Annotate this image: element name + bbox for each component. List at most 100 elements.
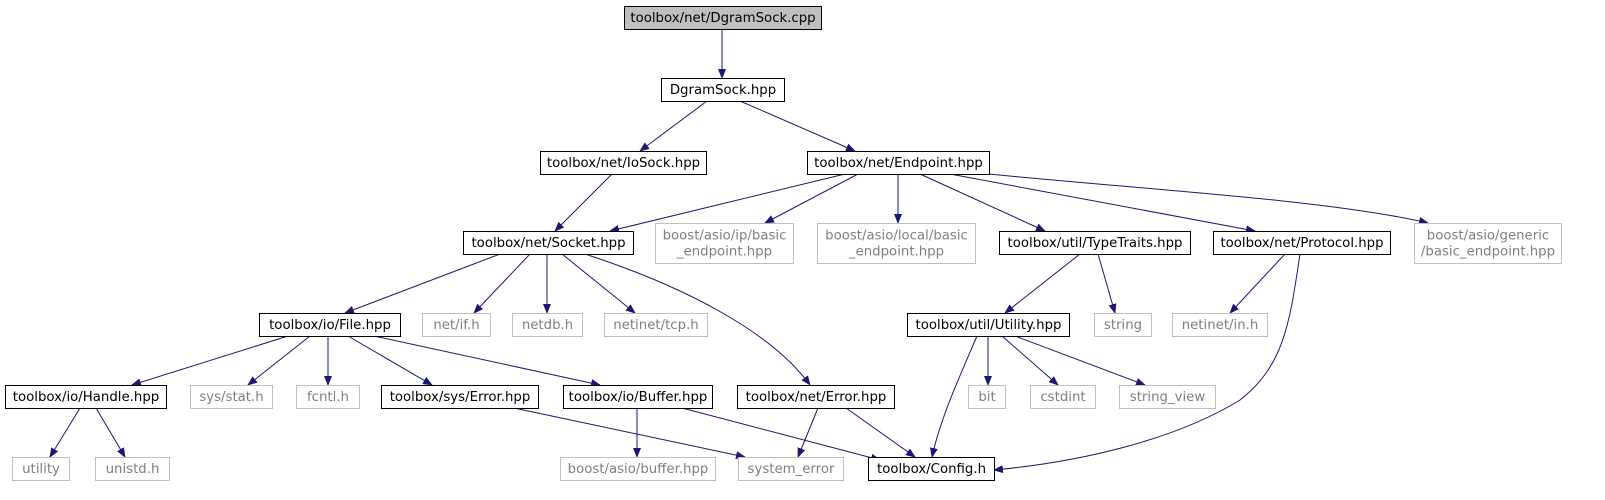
node-label: boost/asio/generic — [1427, 229, 1549, 244]
node-label: boost/asio/ip/basic — [663, 229, 787, 244]
edge-net_error_hpp-to-system_error — [797, 407, 819, 458]
edge-handle_hpp-to-unistd_h — [95, 407, 126, 458]
node-box — [1030, 385, 1096, 409]
node-box — [422, 313, 491, 337]
node-string_view[interactable]: string_view — [1119, 385, 1216, 409]
edge-socket_hpp-to-file_hpp — [344, 253, 501, 314]
node-typetraits_hpp[interactable]: toolbox/util/TypeTraits.hpp — [999, 231, 1191, 255]
node-handle_hpp[interactable]: toolbox/io/Handle.hpp — [5, 385, 167, 409]
node-utility[interactable]: utility — [12, 457, 70, 481]
node-box — [737, 385, 895, 409]
node-box — [563, 385, 713, 409]
node-label: toolbox/net/Endpoint.hpp — [814, 156, 983, 171]
node-label: utility — [22, 462, 60, 477]
node-label: net/if.h — [433, 318, 479, 333]
node-box — [512, 313, 583, 337]
node-box — [296, 385, 360, 409]
node-label: toolbox/io/Handle.hpp — [13, 390, 159, 405]
node-box — [259, 313, 401, 337]
node-netdb_h[interactable]: netdb.h — [512, 313, 583, 337]
node-socket_hpp[interactable]: toolbox/net/Socket.hpp — [463, 231, 634, 255]
edge-endpoint_hpp-to-typetraits_hpp — [919, 173, 1046, 232]
node-label: system_error — [748, 462, 835, 477]
node-ip_basic_endpoint[interactable]: boost/asio/ip/basic_endpoint.hpp — [655, 223, 794, 264]
node-utility_hpp[interactable]: toolbox/util/Utility.hpp — [907, 313, 1070, 337]
node-fcntl_h[interactable]: fcntl.h — [296, 385, 360, 409]
node-iosock_hpp[interactable]: toolbox/net/IoSock.hpp — [540, 151, 707, 175]
node-netinet_in_h[interactable]: netinet/in.h — [1172, 313, 1268, 337]
edge-iosock_hpp-to-socket_hpp — [554, 173, 613, 232]
node-label: netinet/tcp.h — [613, 318, 698, 333]
node-box — [540, 151, 707, 175]
edge-socket_hpp-to-net_if_h — [473, 253, 531, 314]
node-label: boost/asio/buffer.hpp — [568, 462, 709, 477]
node-box — [624, 6, 822, 30]
edges — [49, 29, 1429, 474]
node-net_error_hpp[interactable]: toolbox/net/Error.hpp — [737, 385, 895, 409]
node-label: sys/stat.h — [199, 390, 263, 405]
node-sys_stat_h[interactable]: sys/stat.h — [190, 385, 273, 409]
node-generic_basic_endpoint[interactable]: boost/asio/generic/basic_endpoint.hpp — [1414, 223, 1562, 264]
node-label: toolbox/io/File.hpp — [269, 318, 391, 333]
node-cstdint[interactable]: cstdint — [1030, 385, 1096, 409]
node-box — [1414, 223, 1562, 264]
node-label: _endpoint.hpp — [676, 245, 772, 260]
edge-endpoint_hpp-to-socket_hpp — [609, 173, 846, 233]
node-box — [1172, 313, 1268, 337]
node-label: toolbox/net/Socket.hpp — [471, 236, 625, 251]
edge-file_hpp-to-sys_error_hpp — [347, 335, 433, 386]
node-endpoint_hpp[interactable]: toolbox/net/Endpoint.hpp — [807, 151, 990, 175]
node-label: bit — [978, 390, 995, 405]
node-box — [807, 151, 990, 175]
node-box — [968, 385, 1006, 409]
node-system_error[interactable]: system_error — [738, 457, 844, 481]
node-label: string_view — [1130, 390, 1206, 405]
edge-socket_hpp-to-net_error_hpp — [584, 253, 811, 386]
node-box — [1213, 231, 1391, 255]
node-dgramsock_hpp[interactable]: DgramSock.hpp — [661, 78, 785, 102]
node-sys_error_hpp[interactable]: toolbox/sys/Error.hpp — [381, 385, 539, 409]
edge-dgramsock_hpp-to-endpoint_hpp — [739, 100, 856, 152]
node-box — [5, 385, 167, 409]
node-unistd_h[interactable]: unistd.h — [95, 457, 170, 481]
node-protocol_hpp[interactable]: toolbox/net/Protocol.hpp — [1213, 231, 1391, 255]
node-file_hpp[interactable]: toolbox/io/File.hpp — [259, 313, 401, 337]
node-box — [463, 231, 634, 255]
node-box — [999, 231, 1191, 255]
node-label: /basic_endpoint.hpp — [1421, 245, 1555, 260]
node-dgramsock_cpp[interactable]: toolbox/net/DgramSock.cpp — [624, 6, 822, 30]
edge-file_hpp-to-buffer_hpp — [373, 335, 601, 388]
edge-buffer_hpp-to-config_h — [681, 407, 881, 462]
node-asio_buffer_hpp[interactable]: boost/asio/buffer.hpp — [560, 457, 716, 481]
node-label: _endpoint.hpp — [848, 245, 944, 260]
node-box — [655, 223, 794, 264]
node-box — [381, 385, 539, 409]
edge-typetraits_hpp-to-utility_hpp — [1004, 253, 1081, 314]
node-label: string — [1104, 318, 1142, 333]
node-netinet_tcp_h[interactable]: netinet/tcp.h — [604, 313, 708, 337]
node-box — [738, 457, 844, 481]
edge-utility_hpp-to-config_h — [929, 335, 978, 458]
node-buffer_hpp[interactable]: toolbox/io/Buffer.hpp — [563, 385, 713, 409]
node-local_basic_endpoint[interactable]: boost/asio/local/basic_endpoint.hpp — [817, 223, 976, 264]
node-label: DgramSock.hpp — [670, 83, 776, 98]
node-bit[interactable]: bit — [968, 385, 1006, 409]
node-label: toolbox/net/DgramSock.cpp — [630, 11, 815, 26]
edge-utility_hpp-to-string_view — [1014, 335, 1146, 386]
edge-socket_hpp-to-netinet_tcp_h — [561, 253, 636, 314]
node-net_if_h[interactable]: net/if.h — [422, 313, 491, 337]
edge-sys_error_hpp-to-system_error — [513, 407, 746, 460]
node-box — [12, 457, 70, 481]
node-label: toolbox/sys/Error.hpp — [390, 390, 531, 405]
node-box — [95, 457, 170, 481]
node-label: toolbox/util/TypeTraits.hpp — [1008, 236, 1183, 251]
node-config_h[interactable]: toolbox/Config.h — [868, 457, 995, 481]
node-box — [661, 78, 785, 102]
node-label: fcntl.h — [307, 390, 349, 405]
edge-endpoint_hpp-to-ip_basic_endpoint — [764, 173, 859, 224]
node-box — [868, 457, 995, 481]
node-box — [604, 313, 708, 337]
node-string[interactable]: string — [1094, 313, 1152, 337]
